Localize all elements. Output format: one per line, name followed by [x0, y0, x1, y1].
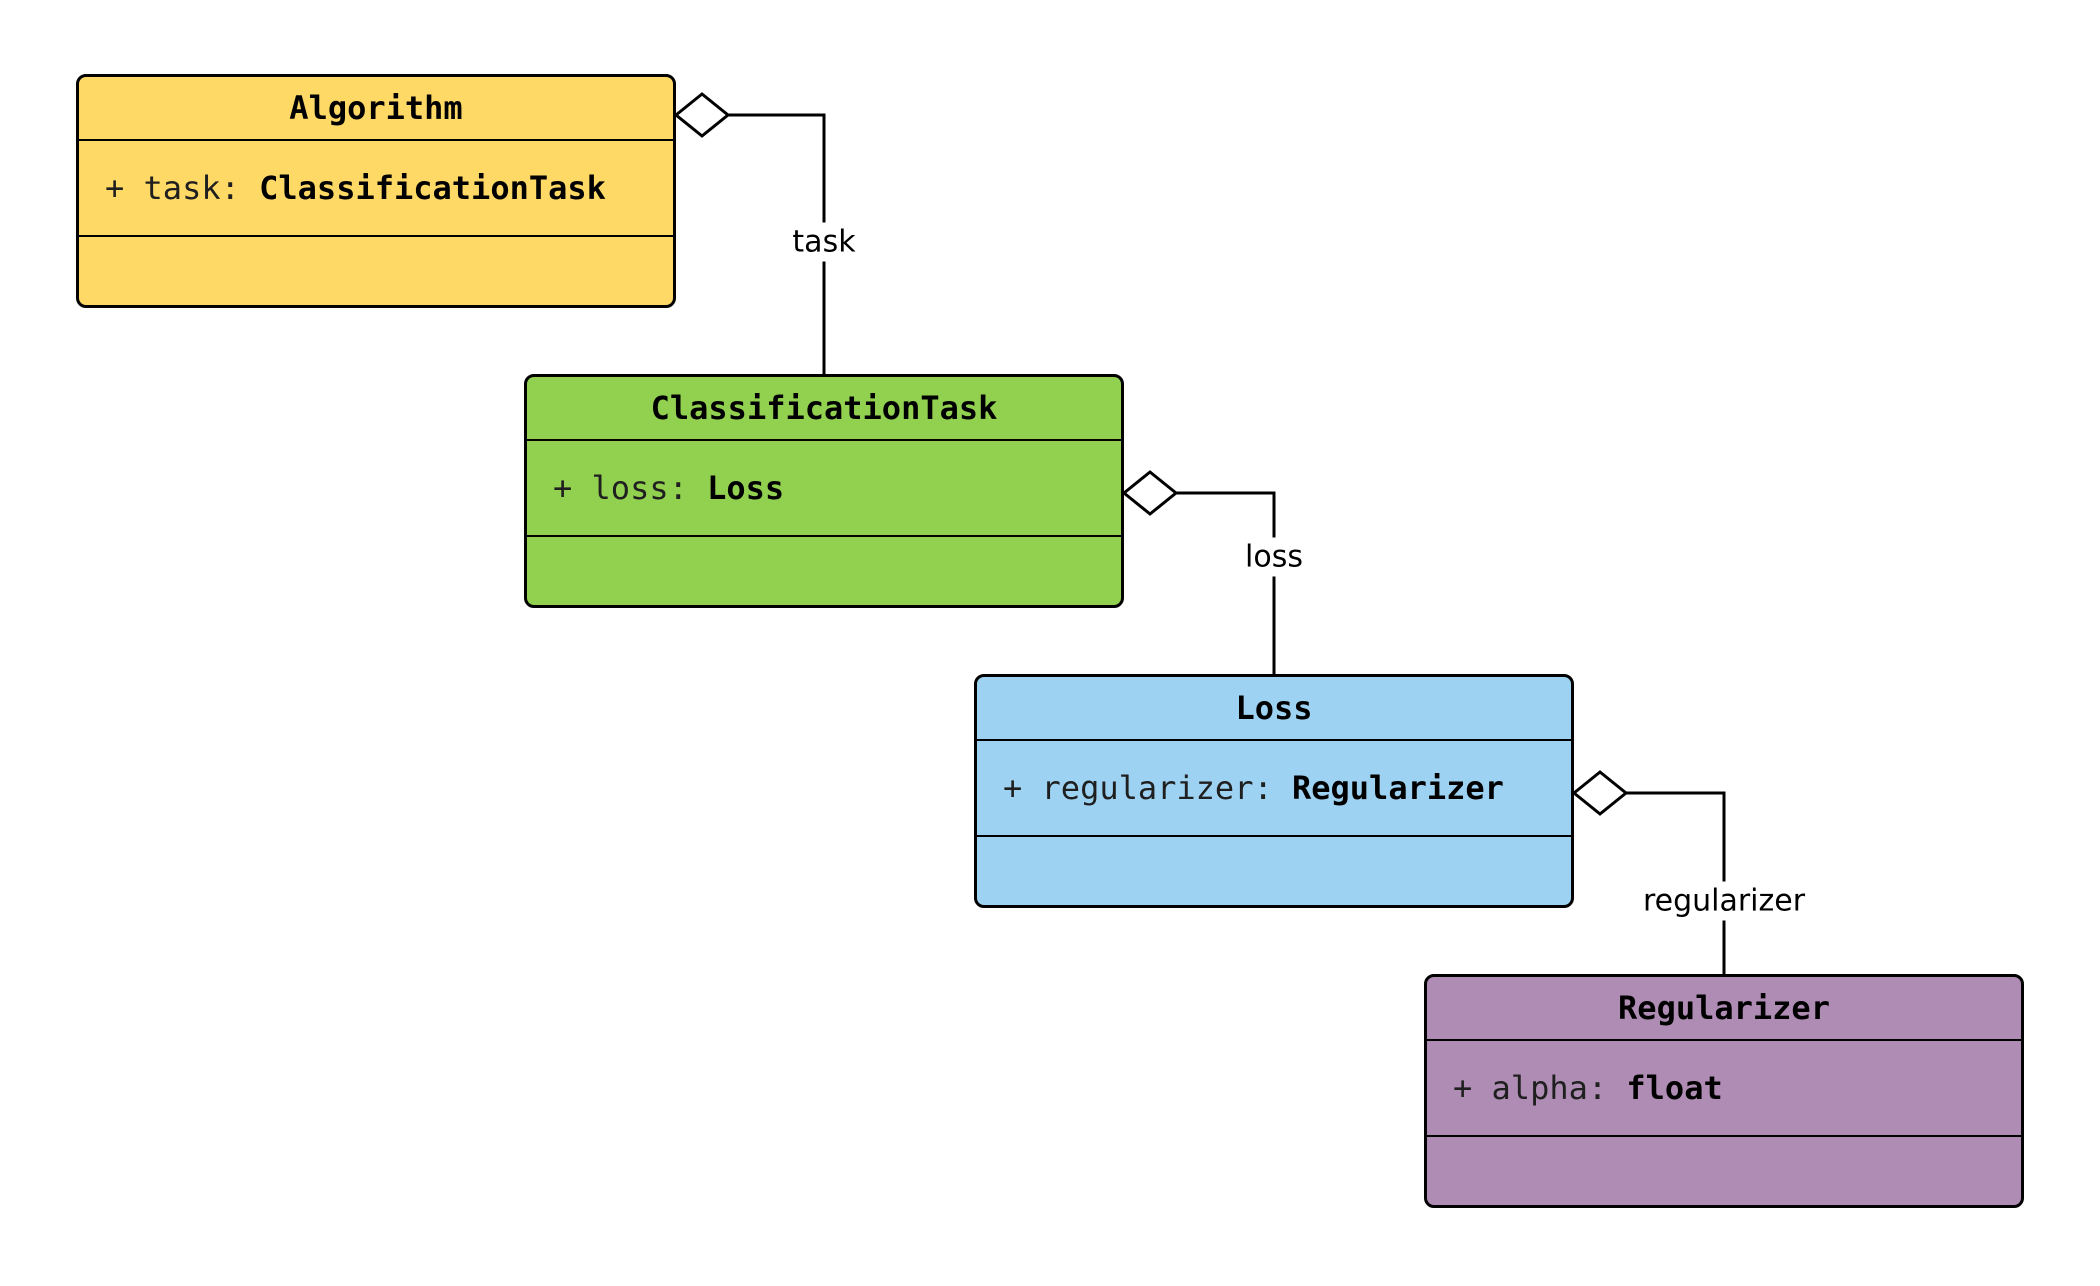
class-box-regularizer[interactable]: Regularizer + alpha: float: [1424, 974, 2024, 1208]
attribute-visibility-and-name: + task:: [105, 169, 240, 207]
class-methods-compartment: [1427, 1135, 2021, 1205]
class-title: ClassificationTask: [650, 389, 998, 427]
aggregation-edge-loss: [1176, 491, 1276, 674]
aggregation-diamond-icon: [1571, 770, 1629, 816]
class-methods-compartment: [527, 535, 1121, 605]
edge-label-loss: loss: [1237, 537, 1311, 577]
aggregation-diamond-icon: [1121, 470, 1179, 516]
class-methods-compartment: [79, 235, 673, 305]
class-box-classificationtask[interactable]: ClassificationTask + loss: Loss: [524, 374, 1124, 608]
edge-label-regularizer: regularizer: [1634, 881, 1814, 921]
attribute-type: Regularizer: [1291, 769, 1504, 807]
attribute-type: Loss: [707, 469, 785, 507]
attribute-type: float: [1626, 1069, 1723, 1107]
class-attributes-compartment: + task: ClassificationTask: [79, 139, 673, 235]
edge-label-task: task: [784, 222, 864, 262]
attribute-visibility-and-name: + alpha:: [1453, 1069, 1608, 1107]
class-methods-compartment: [977, 835, 1571, 905]
class-title: Loss: [1235, 689, 1313, 727]
class-title: Algorithm: [289, 89, 463, 127]
class-attributes-compartment: + alpha: float: [1427, 1039, 2021, 1135]
aggregation-diamond-icon: [673, 92, 731, 138]
class-title: Regularizer: [1618, 989, 1830, 1027]
attribute-visibility-and-name: + loss:: [553, 469, 688, 507]
class-attributes-compartment: + loss: Loss: [527, 439, 1121, 535]
class-box-loss[interactable]: Loss + regularizer: Regularizer: [974, 674, 1574, 908]
aggregation-edge-task: [728, 113, 826, 374]
attribute-type: ClassificationTask: [259, 169, 606, 207]
class-attributes-compartment: + regularizer: Regularizer: [977, 739, 1571, 835]
attribute-visibility-and-name: + regularizer:: [1003, 769, 1273, 807]
class-box-algorithm[interactable]: Algorithm + task: ClassificationTask: [76, 74, 676, 308]
